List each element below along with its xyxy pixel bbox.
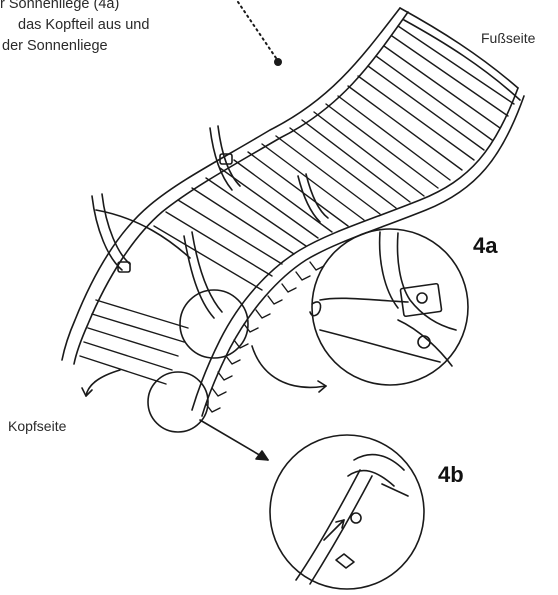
detail-b-badge: 4b <box>438 462 464 487</box>
head-slats <box>79 299 189 385</box>
lounger-slats <box>153 25 515 291</box>
instruction-line-2: das Kopfteil aus und <box>18 17 150 33</box>
head-end-label: Kopfseite <box>8 418 67 434</box>
rotation-arrow-right-head <box>317 380 327 393</box>
detail-4a-circle <box>309 228 469 386</box>
detail-b-pointer-head <box>255 450 269 461</box>
rotation-arrow-left-head <box>81 387 93 397</box>
detail-4b-circle <box>269 434 425 590</box>
instruction-text: r Sonnenliege (4a) das Kopfteil aus und … <box>0 0 230 57</box>
detail-a-badge: 4a <box>473 233 498 258</box>
leader-dot <box>274 58 282 66</box>
backrest-frame <box>91 125 329 319</box>
callout-circle-b <box>147 371 209 433</box>
rotation-arrow-right <box>251 345 327 389</box>
rail-notches <box>205 261 325 413</box>
rotation-arrow-left <box>85 369 121 397</box>
callout-circle-a <box>179 289 249 359</box>
detail-b-pointer <box>199 419 269 461</box>
instruction-line-1: r Sonnenliege (4a) <box>0 0 120 12</box>
foot-end-label: Fußseite <box>481 30 536 46</box>
lounger-frame <box>61 7 525 417</box>
leader-dotted-line <box>237 1 277 59</box>
instruction-line-3: der Sonnenliege <box>2 38 108 54</box>
